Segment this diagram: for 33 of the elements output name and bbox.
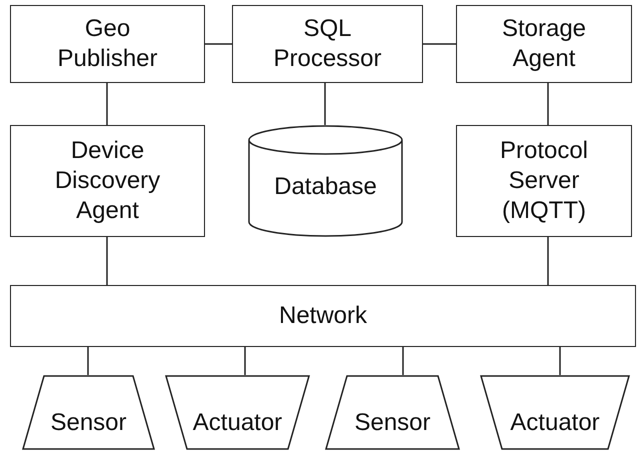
connector-line	[87, 347, 89, 375]
connector-line	[324, 83, 326, 125]
component-box	[456, 125, 632, 237]
node-label: Storage Agent	[500, 14, 588, 74]
database-cylinder	[248, 125, 403, 237]
connector-line	[559, 347, 561, 375]
component-box	[10, 5, 205, 83]
connector-line	[423, 43, 456, 45]
node-label: Database	[274, 172, 377, 202]
component-box	[456, 5, 632, 83]
actuator-trapezoid	[480, 375, 630, 450]
connector-line	[205, 43, 232, 45]
component-box	[232, 5, 423, 83]
node-label: SQL Processor	[272, 14, 383, 74]
sensor-trapezoid	[22, 375, 155, 450]
node-label: Actuator	[192, 408, 282, 438]
node-label: Geo Publisher	[56, 14, 159, 74]
node-label: Protocol Server (MQTT)	[498, 136, 590, 226]
connector-line	[547, 83, 549, 125]
node-label: Sensor	[354, 408, 431, 438]
network-bar	[10, 285, 636, 347]
node-label: Actuator	[510, 408, 600, 438]
sensor-trapezoid	[325, 375, 460, 450]
connector-line	[402, 347, 404, 375]
connector-line	[106, 237, 108, 285]
connector-line	[244, 347, 246, 375]
node-label: Device Discovery Agent	[54, 136, 162, 226]
actuator-trapezoid	[165, 375, 310, 450]
node-label: Network	[278, 301, 368, 331]
node-label: Sensor	[50, 408, 127, 438]
connector-line	[106, 83, 108, 125]
connector-line	[547, 237, 549, 285]
component-box	[10, 125, 205, 237]
